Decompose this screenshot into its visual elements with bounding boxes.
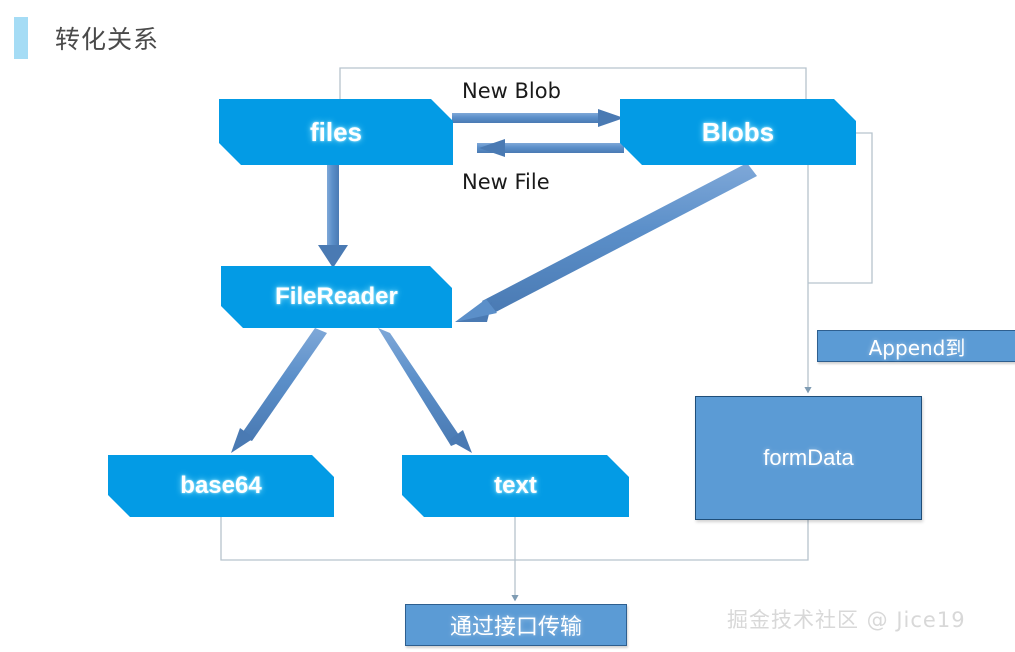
thick-arrow-group <box>231 109 757 453</box>
arrow-files-to-blobs <box>452 109 624 127</box>
node-text-label: text <box>494 472 537 499</box>
node-formdata[interactable]: formData <box>695 396 922 520</box>
page-header: 转化关系 <box>0 0 1015 72</box>
connector-base64-bottom <box>220 517 515 561</box>
label-append-to-text: Append到 <box>868 335 966 360</box>
arrow-filereader-to-base64 <box>231 328 327 453</box>
page-title: 转化关系 <box>55 25 160 54</box>
node-filereader-label: FileReader <box>275 283 398 310</box>
connector-files-top-route <box>339 67 807 99</box>
label-transmit: 通过接口传输 <box>405 604 627 646</box>
node-blobs[interactable]: Blobs <box>620 99 856 165</box>
arrow-blobs-to-files <box>477 139 624 157</box>
title-accent-bar <box>14 17 28 59</box>
node-files[interactable]: files <box>219 99 453 165</box>
node-formdata-label: formData <box>763 445 854 470</box>
edge-label-new-file: New File <box>462 170 550 194</box>
node-text[interactable]: text <box>402 455 629 517</box>
connector-formdata-bottom <box>515 518 809 561</box>
thin-connector-group <box>220 67 873 602</box>
arrow-files-to-filereader <box>318 163 348 268</box>
node-base64[interactable]: base64 <box>108 455 334 517</box>
edge-label-new-blob: New Blob <box>462 79 561 103</box>
arrow-filereader-to-text <box>378 328 472 453</box>
node-base64-label: base64 <box>180 472 262 499</box>
label-transmit-text: 通过接口传输 <box>449 615 582 640</box>
connector-blobs-right-loop <box>808 132 873 284</box>
label-append-to: Append到 <box>817 330 1015 362</box>
node-filereader[interactable]: FileReader <box>221 266 452 328</box>
node-files-label: files <box>309 116 363 147</box>
watermark: 掘金技术社区 @ Jice19 <box>727 608 966 632</box>
arrow-blobs-to-filereader <box>455 163 757 322</box>
node-blobs-label: Blobs <box>701 116 775 147</box>
